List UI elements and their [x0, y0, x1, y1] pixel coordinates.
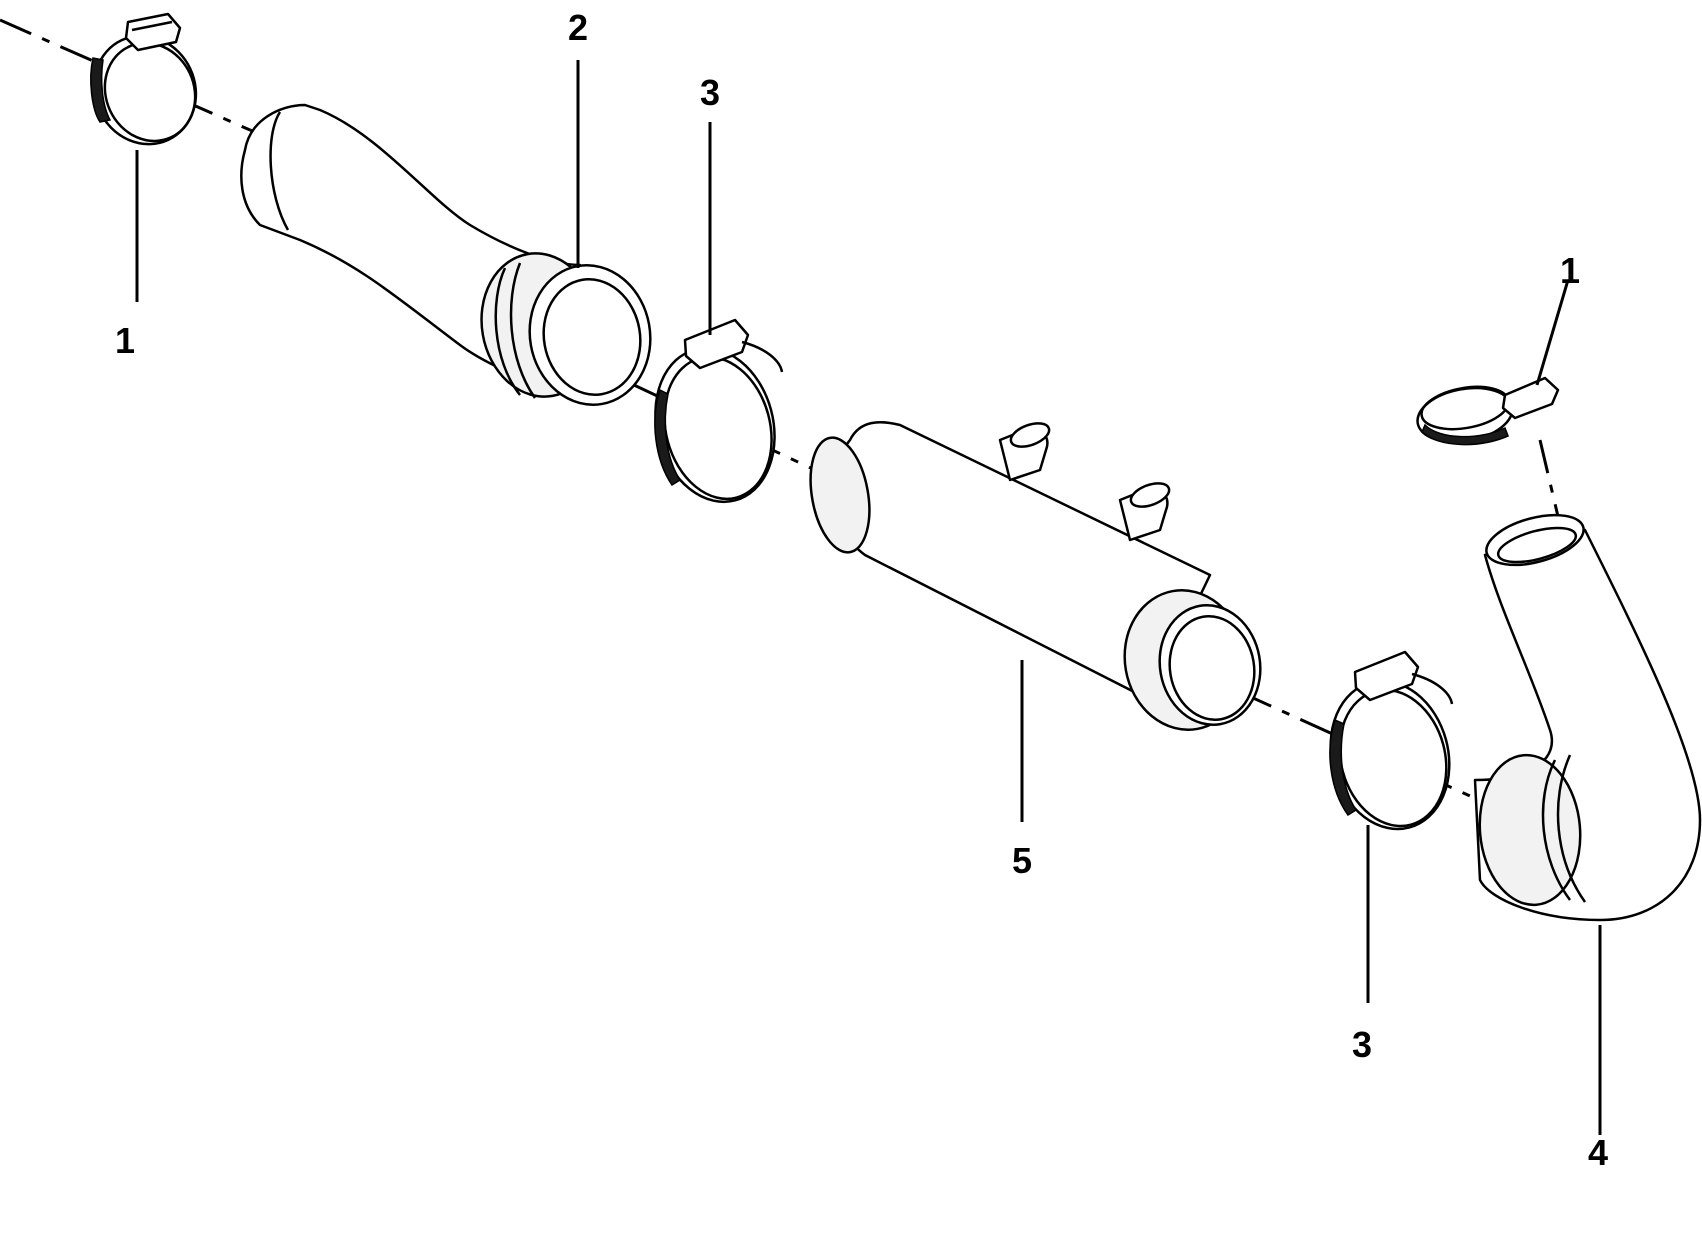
callout-3-lower: 3 [1352, 1024, 1372, 1065]
hose-clamp-part-1-left [90, 12, 198, 146]
leader-lines [135, 60, 1602, 1135]
callout-labels: 1 2 3 1 5 3 4 [115, 7, 1608, 1173]
callout-1-right: 1 [1560, 250, 1580, 291]
hose-clamp-part-1-right [1416, 376, 1560, 446]
cooler-part-5 [809, 421, 1262, 731]
callout-5: 5 [1012, 840, 1032, 881]
assembly-centerline [0, 18, 1562, 807]
hose-part-2 [240, 103, 652, 406]
callout-4: 4 [1588, 1132, 1608, 1173]
callout-3-upper: 3 [700, 72, 720, 113]
hose-clamp-part-3-upper [654, 318, 784, 504]
callout-1-left: 1 [115, 320, 135, 361]
callout-2: 2 [568, 7, 588, 48]
hose-clamp-part-3-lower [1329, 650, 1454, 831]
elbow-hose-part-4 [1473, 513, 1702, 922]
